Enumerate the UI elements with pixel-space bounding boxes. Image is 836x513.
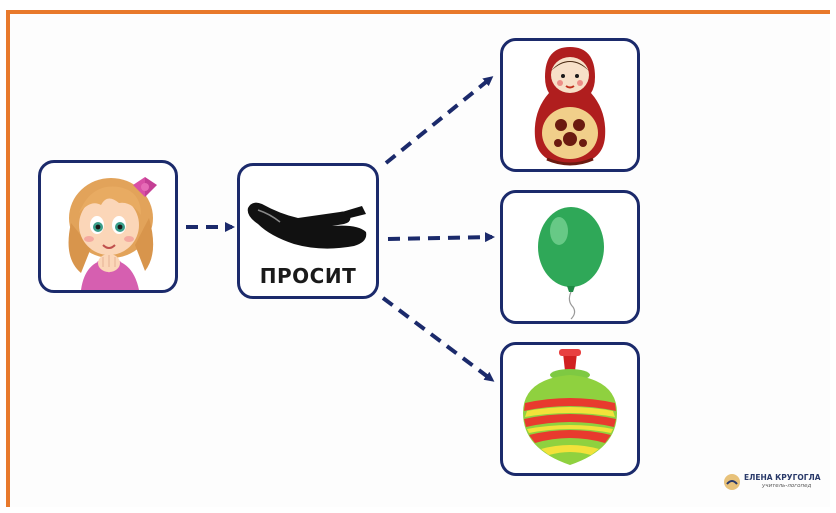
object-card-matryoshka bbox=[500, 38, 640, 172]
asking-hand-icon bbox=[247, 202, 367, 249]
matryoshka-icon bbox=[534, 47, 606, 166]
arrow-action-to-matryoshka bbox=[384, 76, 494, 165]
action-card: ПРОСИТ bbox=[237, 163, 379, 299]
author-logo: ЕЛЕНА КРУГОГЛА учитель-логопед bbox=[722, 470, 832, 494]
girl-icon bbox=[68, 177, 157, 290]
spinning-top-icon bbox=[523, 349, 617, 465]
green-balloon-icon bbox=[538, 207, 604, 320]
author-name: ЕЛЕНА КРУГОГЛА bbox=[744, 473, 821, 482]
logopedist-logo-icon bbox=[724, 474, 740, 490]
action-label: ПРОСИТ bbox=[259, 264, 357, 288]
arrow-action-to-balloon bbox=[387, 232, 495, 243]
object-card-top bbox=[500, 342, 640, 476]
author-subtitle: учитель-логопед bbox=[762, 483, 812, 489]
subject-card bbox=[38, 160, 178, 293]
object-card-balloon bbox=[500, 190, 640, 324]
arrow-action-to-top bbox=[381, 296, 495, 382]
